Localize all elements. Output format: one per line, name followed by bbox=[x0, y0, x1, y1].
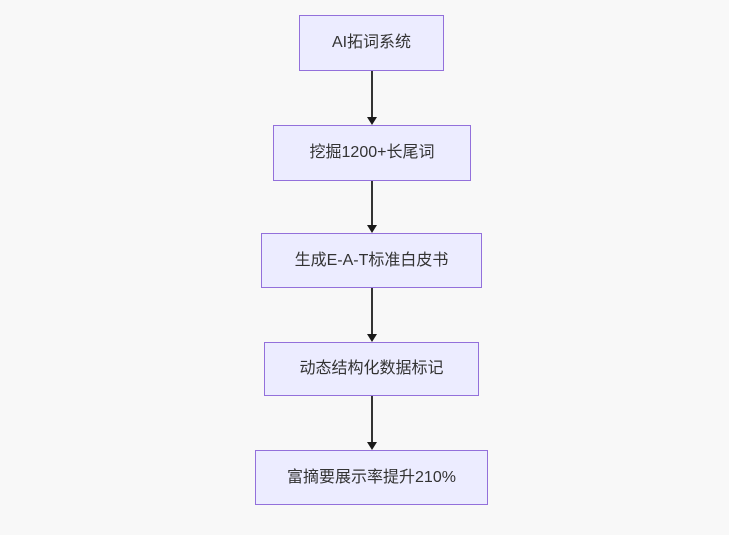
arrow-line bbox=[371, 288, 373, 334]
arrow-line bbox=[371, 71, 373, 117]
arrow-head-down-icon bbox=[367, 442, 377, 450]
arrow-line bbox=[371, 396, 373, 442]
flow-arrow-4 bbox=[366, 396, 378, 450]
flow-node-label: 生成E-A-T标准白皮书 bbox=[294, 251, 449, 269]
flow-node-ai-expansion-system: AI拓词系统 bbox=[299, 15, 444, 71]
flow-node-longtail-keywords: 挖掘1200+长尾词 bbox=[273, 125, 471, 181]
arrow-head-down-icon bbox=[367, 225, 377, 233]
flow-node-label: 富摘要展示率提升210% bbox=[287, 468, 456, 486]
flow-node-label: AI拓词系统 bbox=[331, 34, 412, 51]
arrow-line bbox=[371, 181, 373, 225]
arrow-head-down-icon bbox=[367, 334, 377, 342]
flow-node-label: 挖掘1200+长尾词 bbox=[309, 144, 435, 161]
flow-node-rich-snippet-rate: 富摘要展示率提升210% bbox=[255, 450, 488, 505]
arrow-head-down-icon bbox=[367, 117, 377, 125]
flow-arrow-1 bbox=[366, 71, 378, 125]
flow-node-label: 动态结构化数据标记 bbox=[299, 360, 444, 377]
flow-arrow-2 bbox=[366, 181, 378, 233]
flow-node-structured-data-markup: 动态结构化数据标记 bbox=[264, 342, 479, 396]
flow-node-eat-whitepaper: 生成E-A-T标准白皮书 bbox=[261, 233, 482, 288]
flow-arrow-3 bbox=[366, 288, 378, 342]
